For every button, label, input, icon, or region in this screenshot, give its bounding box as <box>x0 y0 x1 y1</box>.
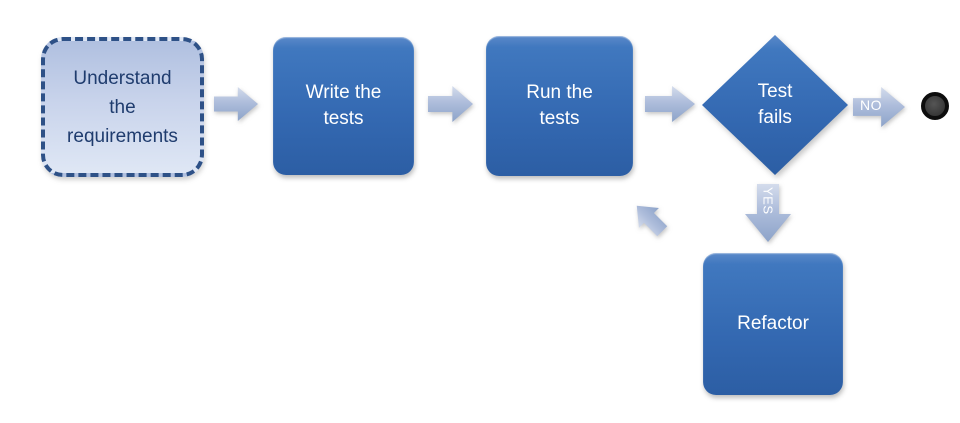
node-label: Understand the requirements <box>67 67 178 147</box>
edge-label-no: NO <box>860 97 882 113</box>
node-refactor: Refactor <box>703 253 843 395</box>
arrow-right-icon <box>428 86 473 122</box>
arrow-right-icon <box>645 86 695 122</box>
node-label: Write the tests <box>305 82 382 129</box>
arrow-return-icon <box>626 195 673 242</box>
node-write-tests: Write the tests <box>273 37 414 175</box>
decision-test-fails: Test fails <box>702 35 848 175</box>
node-label: Test fails <box>757 81 793 128</box>
end-node <box>921 92 949 120</box>
edge-label-yes: YES <box>760 187 776 215</box>
arrow-yes-icon: YES <box>745 184 791 242</box>
node-run-tests: Run the tests <box>486 36 633 176</box>
node-label: Refactor <box>737 313 809 334</box>
arrow-right-icon <box>214 87 258 121</box>
node-understand-requirements: Understand the requirements <box>41 37 204 177</box>
arrow-no-icon: NO <box>853 87 905 127</box>
node-label: Run the tests <box>526 82 593 129</box>
